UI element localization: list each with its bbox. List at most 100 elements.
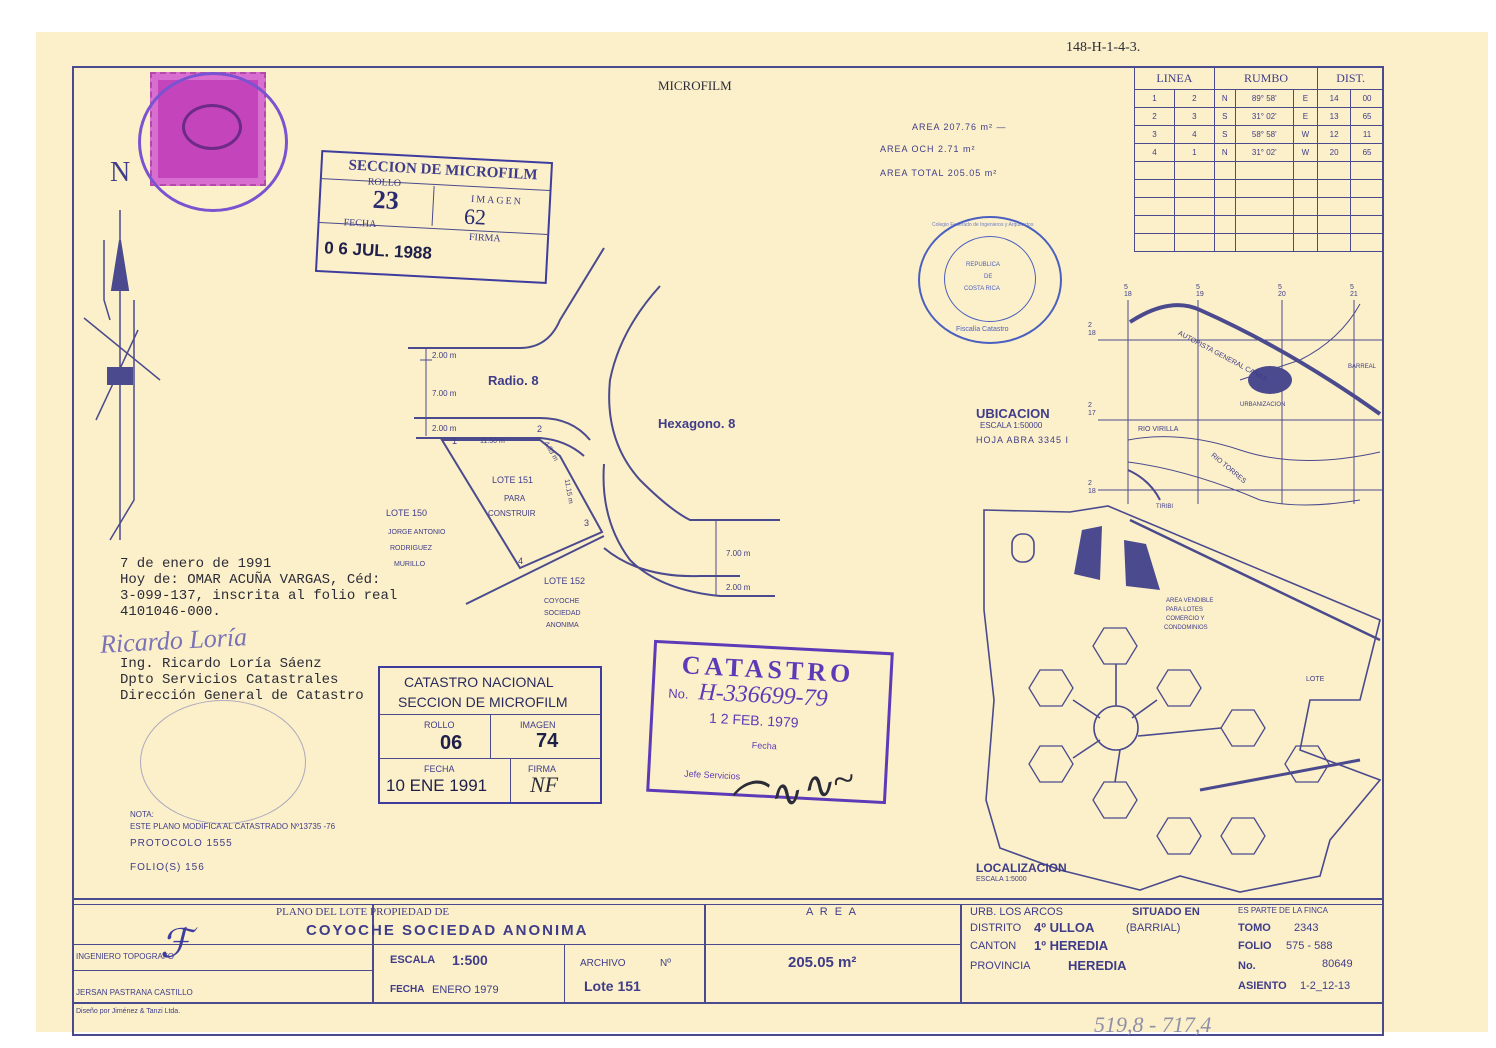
lote150-label: LOTE 150: [386, 508, 428, 518]
localizacion-escala: ESCALA 1:5000: [976, 876, 1027, 883]
lote152-owner-2: SOCIEDAD: [544, 610, 581, 617]
urbanizacion-label: URBANIZACION: [1240, 402, 1286, 408]
stamp2-firma: NF: [530, 772, 559, 797]
nota-label: NOTA:: [130, 810, 154, 819]
area-vendible-4: CONDOMINIOS: [1164, 625, 1208, 631]
barreal-label: BARREAL: [1348, 364, 1377, 370]
urb-label: URB. LOS ARCOS: [970, 906, 1063, 918]
header-dist: DIST.: [1317, 66, 1384, 90]
asiento-value: 1-2_12-13: [1300, 980, 1351, 992]
escala-value: 1:500: [452, 952, 488, 968]
archivo-label: ARCHIVO: [580, 958, 626, 969]
side-1150: 11.50 m: [480, 438, 505, 445]
distrito-extra: (BARRIAL): [1126, 922, 1181, 934]
tiribi-label: TIRIBI: [1156, 504, 1174, 510]
grid-top-18: 18: [1124, 291, 1132, 298]
bearing-cell: [1292, 233, 1319, 252]
stamp2-title-2: SECCION DE MICROFILM: [398, 694, 568, 710]
vertex-4: 4: [518, 556, 524, 566]
catastro-fecha-label: Fecha: [751, 740, 778, 752]
grid-top-5c: 5: [1278, 284, 1282, 291]
localizacion-title: LOCALIZACION: [976, 861, 1067, 875]
canton-label: CANTON: [970, 940, 1017, 952]
ingeniero-name: JERSAN PASTRANA CASTILLO: [76, 988, 193, 997]
colegio-round-seal: REPUBLICA DE COSTA RICA Fiscalía Catastr…: [918, 216, 1062, 344]
lote152-owner-1: COYOCHE: [544, 598, 580, 605]
area-line: AREA 207.76 m² —: [912, 122, 1007, 132]
signatory-line-2: Dpto Servicios Catastrales: [120, 672, 339, 688]
archivo-no-label: Nº: [660, 958, 671, 969]
seal-outer: Colegio Federado de Ingenieros y Arquite…: [932, 222, 1034, 228]
plano-label: PLANO DEL LOTE PROPIEDAD DE: [276, 906, 450, 918]
stamp2-fecha-label: FECHA: [424, 764, 455, 774]
vertex-3: 3: [584, 518, 590, 528]
stamp2-firma-label: FIRMA: [528, 764, 556, 774]
microfilm-header: MICROFILM: [658, 78, 732, 93]
grid-top-5a: 5: [1124, 284, 1128, 291]
grid-top-19: 19: [1196, 291, 1204, 298]
catastro-round-seal: [140, 700, 306, 824]
seal-inner-2: DE: [984, 274, 993, 280]
cancel-seal: [138, 72, 288, 212]
tomo-value: 2343: [1294, 922, 1319, 934]
bearing-cell: E: [1292, 107, 1319, 126]
header-linea: LINEA: [1134, 66, 1215, 90]
lote150-owner-2: RODRIGUEZ: [390, 545, 432, 552]
bearing-cell: [1350, 233, 1384, 252]
stamp2-title-1: CATASTRO NACIONAL: [404, 674, 554, 690]
folio: FOLIO(S) 156: [130, 862, 205, 873]
lote150-owner-3: MURILLO: [394, 561, 426, 568]
vertex-2: 2: [537, 424, 543, 434]
bearing-row: [1134, 233, 1384, 252]
escala-label: ESCALA: [390, 954, 436, 966]
grid-left-17: 17: [1088, 410, 1096, 417]
area-vendible-3: COMERCIO Y: [1166, 616, 1205, 622]
reference-number: 148-H-1-4-3.: [1066, 40, 1141, 55]
seal-inner-3: COSTA RICA: [964, 286, 1000, 292]
area-value-tb: 205.05 m²: [788, 954, 857, 971]
grid-top-5b: 5: [1196, 284, 1200, 291]
fecha-label-tb: FECHA: [390, 984, 425, 995]
engineer-signature: ℱ: [160, 921, 192, 966]
grid-left-18a: 18: [1088, 330, 1096, 337]
canton-value: 1º HEREDIA: [1034, 938, 1109, 953]
bearing-row: [1134, 179, 1384, 198]
note-line-1: 7 de enero de 1991: [120, 556, 272, 572]
stamp2-rollo: 06: [440, 732, 463, 754]
note-line-3: 3-099-137, inscrita al folio real: [120, 588, 398, 604]
lote152-label: LOTE 152: [544, 576, 586, 586]
stamp2-imagen-label: IMAGEN: [520, 720, 556, 730]
bearing-cell: [1213, 233, 1236, 252]
radio-label: Radio. 8: [488, 373, 539, 388]
seal-inner-1: REPUBLICA: [966, 262, 1001, 268]
dim-2m-a: 2.00 m: [432, 351, 457, 360]
finca-label: ES PARTE DE LA FINCA: [1238, 906, 1328, 915]
hexagono-label: Hexagono. 8: [658, 416, 736, 431]
ubicacion-hoja: HOJA ABRA 3345 I: [976, 435, 1070, 445]
grid-left-2a: 2: [1088, 322, 1092, 329]
lote151-line2: PARA: [504, 494, 526, 503]
signatory-line-3: Dirección General de Catastro: [120, 688, 364, 704]
bearing-cell: S: [1213, 125, 1236, 144]
header-rumbo: RUMBO: [1213, 66, 1319, 90]
north-label: N: [110, 157, 131, 188]
grid-top-20: 20: [1278, 291, 1286, 298]
grid-top-21: 21: [1350, 291, 1358, 298]
ingeniero-label: INGENIERO TOPOGRAFO: [76, 952, 174, 961]
lote152-owner-3: ANONIMA: [546, 622, 579, 629]
folio-label: FOLIO: [1238, 940, 1272, 952]
fecha-value-tb: ENERO 1979: [432, 984, 499, 996]
catastro-no-label: No.: [667, 685, 689, 702]
area-total-line: AREA TOTAL 205.05 m²: [880, 168, 998, 178]
nota-text: ESTE PLANO MODIFICA AL CATASTRADO Nº1373…: [130, 822, 336, 831]
vertex-1: 1: [452, 436, 458, 446]
ubicacion-escala: ESCALA 1:50000: [980, 421, 1043, 430]
drawing-frame: [72, 66, 1384, 1036]
catastro-number: H-336699-79: [697, 679, 829, 712]
printer-credit: Diseño por Jiménez & Tanzi Ltda.: [76, 1008, 181, 1015]
